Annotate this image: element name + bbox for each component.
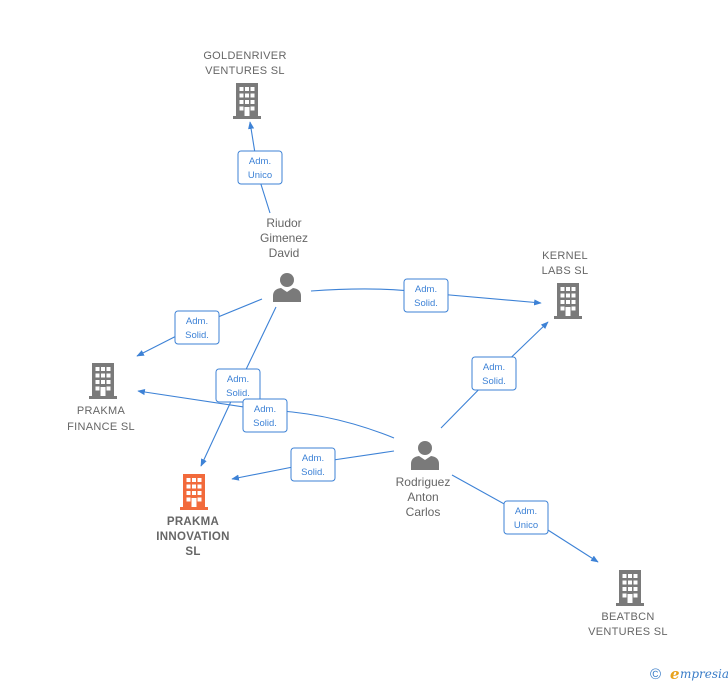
svg-text:Adm.: Adm.	[515, 506, 537, 517]
node-label: VENTURES SL	[588, 626, 668, 638]
building-icon	[554, 283, 582, 319]
svg-text:Solid.: Solid.	[226, 388, 250, 399]
svg-text:Solid.: Solid.	[414, 298, 438, 309]
node-label: PRAKMA	[77, 405, 126, 417]
svg-text:mpresia: mpresia	[680, 667, 728, 681]
svg-text:Adm.: Adm.	[302, 453, 324, 464]
node-label: GOLDENRIVER	[203, 50, 286, 62]
svg-text:Unico: Unico	[248, 170, 272, 181]
node-label: VENTURES SL	[205, 65, 285, 77]
person-icon	[411, 441, 439, 470]
edge-label-riudor-kernel: Adm. Solid.	[403, 278, 449, 313]
svg-text:Unico: Unico	[514, 520, 538, 531]
edge-label-rodriguez-beatbcn: Adm. Unico	[503, 500, 549, 535]
node-beatbcn[interactable]: BEATBCN VENTURES SL	[588, 570, 668, 638]
building-icon	[89, 363, 117, 399]
node-label: LABS SL	[542, 265, 589, 277]
node-prakma-innovation[interactable]: PRAKMA INNOVATION SL	[156, 474, 230, 558]
edge-labels: Adm. Unico Adm. Solid. Adm. Solid. Adm. …	[174, 150, 549, 535]
node-riudor[interactable]: Riudor Gimenez David	[260, 216, 308, 302]
node-label: Riudor	[266, 216, 301, 230]
svg-text:Solid.: Solid.	[301, 467, 325, 478]
node-label: INNOVATION	[156, 531, 230, 543]
node-prakma-finance[interactable]: PRAKMA FINANCE SL	[67, 363, 135, 433]
building-icon	[616, 570, 644, 606]
node-label: SL	[185, 546, 200, 558]
svg-text:Adm.: Adm.	[186, 316, 208, 327]
node-label: Anton	[407, 490, 438, 504]
svg-text:Adm.: Adm.	[249, 156, 271, 167]
node-kernel[interactable]: KERNEL LABS SL	[542, 250, 589, 319]
svg-text:Solid.: Solid.	[185, 330, 209, 341]
svg-text:Adm.: Adm.	[415, 284, 437, 295]
svg-text:Adm.: Adm.	[254, 404, 276, 415]
edge-label-rodriguez-kernel: Adm. Solid.	[471, 356, 517, 391]
svg-text:Adm.: Adm.	[227, 374, 249, 385]
svg-text:e: e	[670, 665, 680, 683]
node-label: Gimenez	[260, 231, 308, 245]
edge-label-riudor-prakma-finance: Adm. Solid.	[174, 310, 220, 345]
node-label: KERNEL	[542, 250, 588, 262]
node-label: PRAKMA	[167, 516, 219, 528]
node-label: FINANCE SL	[67, 421, 135, 433]
building-icon	[233, 83, 261, 119]
svg-text:Solid.: Solid.	[482, 376, 506, 387]
node-label: Rodriguez	[396, 475, 451, 489]
node-label: David	[269, 246, 300, 260]
node-goldenriver[interactable]: GOLDENRIVER VENTURES SL	[203, 50, 286, 119]
edge-label-riudor-goldenriver: Adm. Unico	[237, 150, 283, 185]
svg-text:Solid.: Solid.	[253, 418, 277, 429]
brand-logo: © e mpresia	[650, 665, 728, 683]
person-icon	[273, 273, 301, 302]
node-label: BEATBCN	[601, 611, 654, 623]
svg-text:©: ©	[650, 666, 661, 683]
edge-label-rodriguez-prakma-innovation: Adm. Solid.	[290, 447, 336, 482]
building-icon	[180, 474, 208, 510]
edge-label-rodriguez-prakma-finance: Adm. Solid.	[242, 398, 288, 433]
edge-label-riudor-prakma-innovation: Adm. Solid.	[215, 368, 261, 403]
svg-text:Adm.: Adm.	[483, 362, 505, 373]
node-rodriguez[interactable]: Rodriguez Anton Carlos	[396, 441, 451, 519]
node-label: Carlos	[406, 505, 441, 519]
